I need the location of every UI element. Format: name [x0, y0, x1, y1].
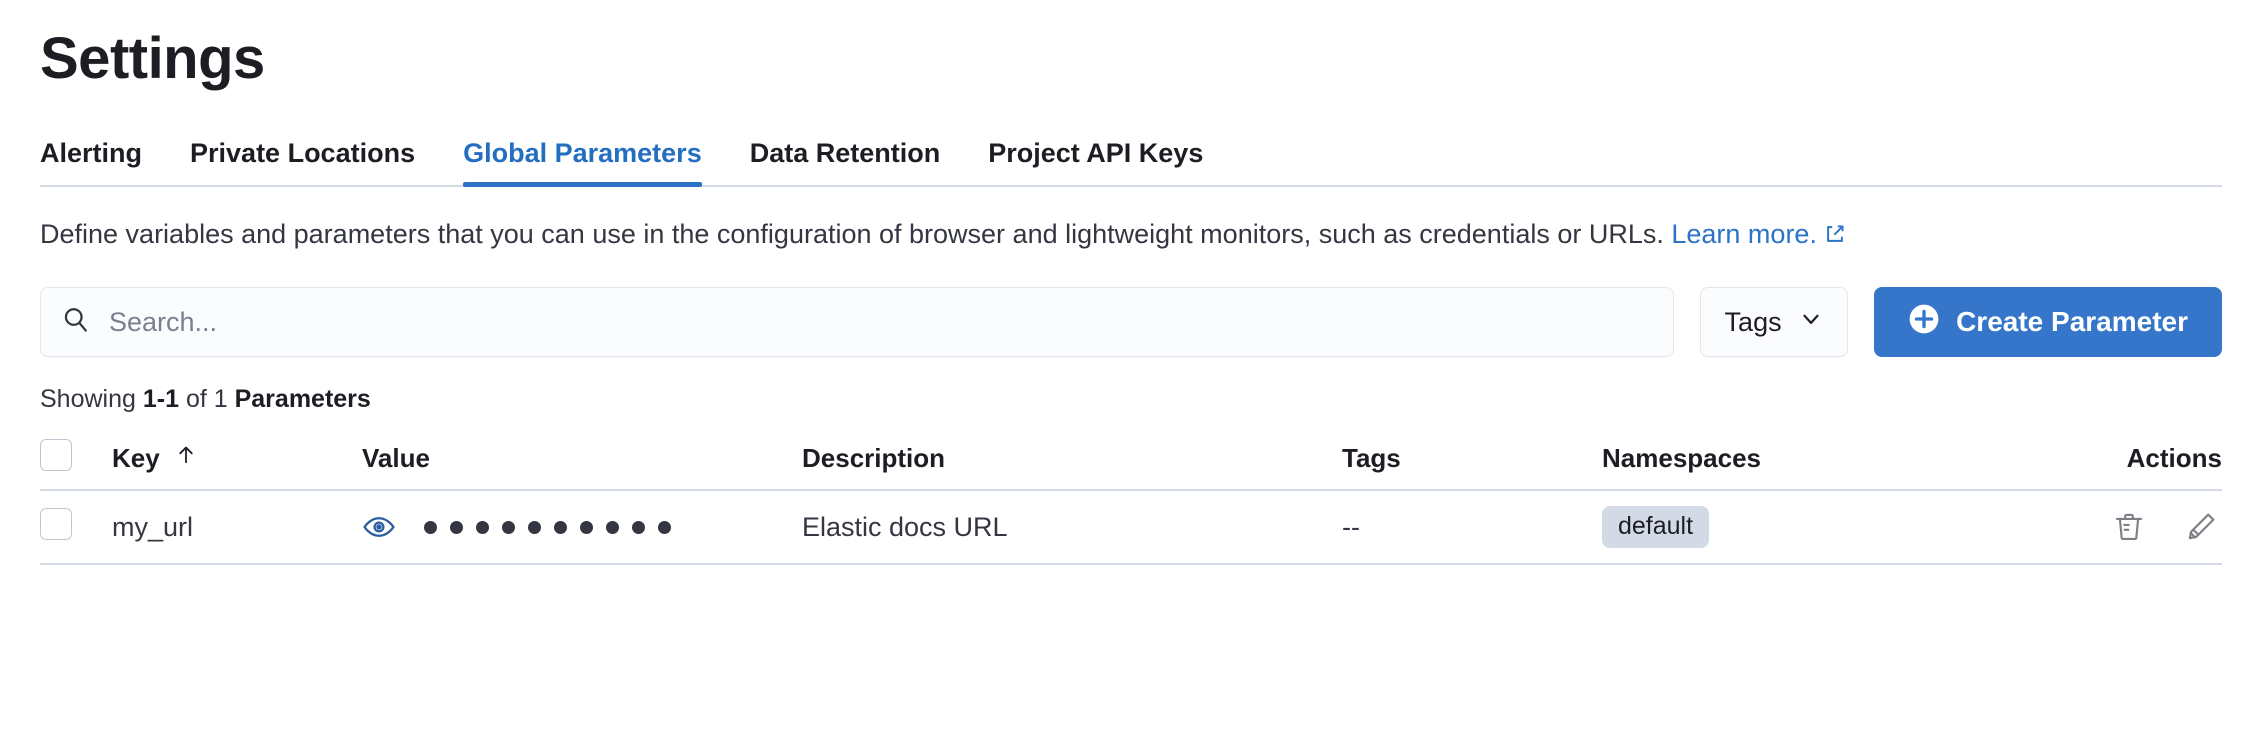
table-row: my_url — [40, 490, 2222, 566]
learn-more-link[interactable]: Learn more. — [1671, 219, 1846, 249]
th-namespaces: Namespaces — [1602, 428, 2022, 492]
table-head: Key Value Description Tags Namespaces Ac… — [40, 428, 2222, 492]
cell-actions — [2022, 490, 2222, 566]
select-all-checkbox[interactable] — [40, 439, 72, 472]
th-actions: Actions — [2022, 428, 2222, 492]
cell-key: my_url — [112, 490, 362, 566]
cell-namespaces: default — [1602, 490, 2022, 566]
showing-range: 1-1 — [142, 385, 179, 414]
learn-more-label: Learn more. — [1671, 218, 1817, 249]
cell-tags: -- — [1342, 490, 1602, 566]
results-count: Showing 1-1 of 1 Parameters — [40, 385, 2222, 414]
search-input[interactable] — [109, 306, 1654, 338]
table-header-row: Key Value Description Tags Namespaces Ac… — [40, 428, 2222, 492]
tags-filter-button[interactable]: Tags — [1700, 287, 1849, 358]
showing-prefix: Showing — [40, 385, 143, 414]
create-parameter-label: Create Parameter — [1956, 306, 2188, 338]
tab-data-retention[interactable]: Data Retention — [749, 137, 941, 168]
tab-alerting[interactable]: Alerting — [40, 137, 143, 168]
plus-circle-icon — [1908, 303, 1940, 342]
trash-icon[interactable] — [2112, 510, 2146, 544]
eye-icon[interactable] — [362, 510, 396, 544]
pencil-icon[interactable] — [2184, 510, 2218, 544]
table-body: my_url — [40, 490, 2222, 566]
tab-private-locations[interactable]: Private Locations — [190, 137, 416, 168]
row-select-cell — [40, 490, 112, 566]
tab-project-api-keys[interactable]: Project API Keys — [988, 137, 1204, 168]
th-description: Description — [802, 428, 1342, 492]
controls-row: Tags Create Parameter — [40, 287, 2222, 358]
tab-global-parameters[interactable]: Global Parameters — [439, 139, 726, 187]
row-checkbox[interactable] — [40, 507, 72, 540]
namespace-badge: default — [1602, 506, 1710, 548]
parameters-table: Key Value Description Tags Namespaces Ac… — [40, 428, 2222, 566]
th-select-all — [40, 428, 112, 492]
showing-total: 1 — [213, 385, 228, 414]
search-box[interactable] — [40, 287, 1675, 358]
external-link-icon — [1824, 217, 1846, 255]
showing-of: of — [179, 385, 214, 414]
description-text: Define variables and parameters that you… — [40, 218, 1672, 249]
tab-bar: Alerting Private Locations Global Parame… — [40, 119, 2222, 187]
th-key-label: Key — [112, 443, 160, 474]
th-value: Value — [362, 428, 802, 492]
page-title: Settings — [40, 26, 265, 91]
search-icon — [61, 305, 91, 340]
masked-value — [424, 520, 671, 534]
tags-filter-label: Tags — [1724, 306, 1782, 337]
showing-noun: Parameters — [227, 385, 371, 414]
th-key[interactable]: Key — [112, 428, 362, 492]
page-description: Define variables and parameters that you… — [40, 215, 2222, 255]
cell-value — [362, 490, 802, 566]
chevron-down-icon — [1798, 306, 1824, 339]
create-parameter-button[interactable]: Create Parameter — [1874, 287, 2222, 358]
arrow-up-icon — [174, 443, 198, 474]
th-tags: Tags — [1342, 428, 1602, 492]
cell-description: Elastic docs URL — [802, 490, 1342, 566]
